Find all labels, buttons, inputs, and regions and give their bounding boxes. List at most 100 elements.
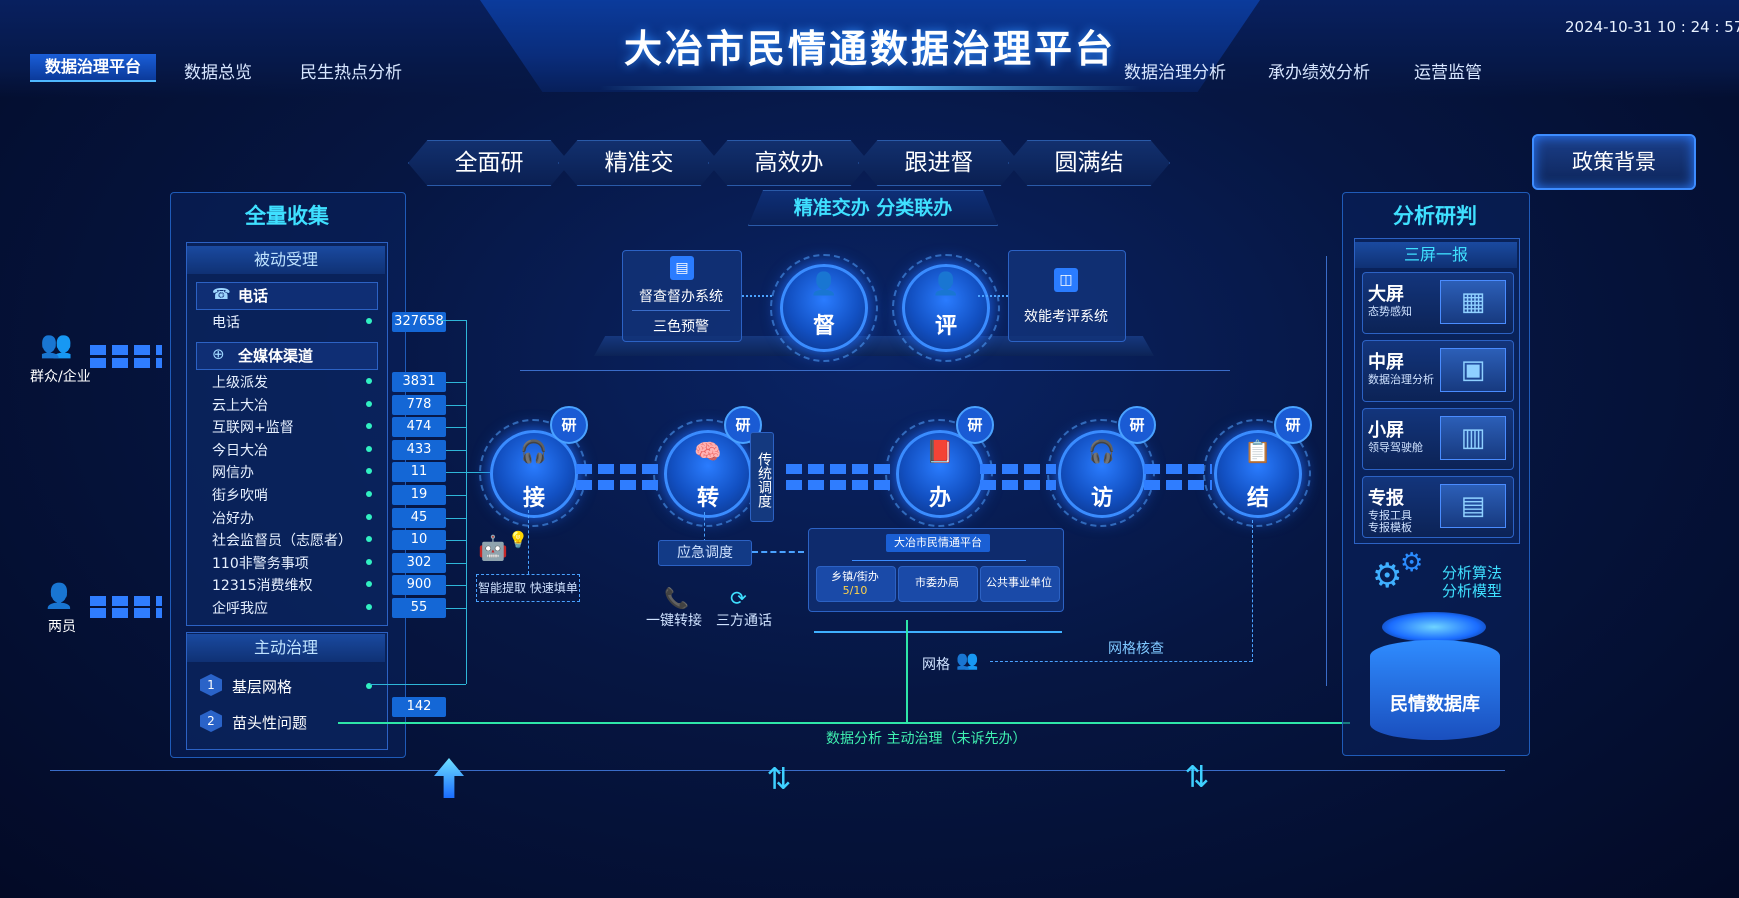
media-row-label: 街乡吹哨 [212, 488, 268, 504]
connector-bottom [370, 684, 466, 685]
nav-tab-overview[interactable]: 数据总览 [184, 63, 252, 83]
database-cylinder[interactable] [1370, 640, 1500, 740]
grid-check-line [990, 661, 1252, 662]
platform-tree-line [852, 560, 1026, 561]
supervisor-icon: 👤 [810, 272, 838, 297]
process-node-close[interactable] [1214, 430, 1302, 518]
process-label-receive: 接 [522, 486, 545, 511]
media-row-label: 上级派发 [212, 375, 268, 391]
chart-person-icon: ◫ [1054, 268, 1078, 292]
phase-tab-close[interactable]: 圆满结 [1008, 140, 1170, 186]
process-label-close: 结 [1246, 486, 1269, 511]
media-row-dot [366, 513, 372, 520]
research-badge[interactable]: 研 [1118, 406, 1156, 444]
unit-committee[interactable] [898, 566, 978, 602]
media-row-connector [446, 562, 466, 564]
media-row-connector [446, 540, 466, 542]
research-badge[interactable]: 研 [550, 406, 588, 444]
media-row-label: 110非警务事项 [212, 555, 309, 572]
phase-tab-supervise[interactable]: 跟进督 [858, 140, 1020, 186]
screen-thumbnail-icon: ▤ [1440, 484, 1506, 528]
emergency-connector [704, 512, 706, 542]
media-row-connector [446, 608, 466, 609]
arrow-handle-to-visit [980, 464, 1056, 474]
arrow-transfer-to-handle [786, 464, 892, 474]
bottom-flow-text: 数据分析 主动治理（未诉先办） [826, 731, 1027, 747]
media-row-label: 社会监督员（志愿者） [212, 533, 352, 550]
screen-card-title: 大屏 [1368, 284, 1404, 305]
title-plate [480, 0, 1260, 92]
title-glow-line [600, 86, 1140, 90]
connector-top [440, 320, 466, 321]
emergency-dispatch-button[interactable]: 应急调度 [658, 540, 752, 566]
one-key-transfer-label: 一键转接 [646, 613, 702, 629]
active-num-1: 1 [200, 674, 222, 696]
platform-title: 大冶市民情通平台 [886, 534, 990, 552]
nav-tab-hotspot[interactable]: 民生热点分析 [300, 63, 402, 83]
nav-tab-performance[interactable]: 承办绩效分析 [1268, 63, 1370, 83]
row-dot-phone [366, 318, 372, 324]
screen-thumbnail-icon: ▣ [1440, 348, 1506, 392]
media-row-connector [446, 427, 466, 429]
phone-icon: ☎ [212, 285, 231, 303]
ai-connector [528, 510, 530, 574]
process-node-transfer[interactable] [664, 430, 752, 518]
process-node-visit[interactable] [1058, 430, 1146, 518]
page-title: 大冶市民情通数据治理平台 [623, 27, 1116, 71]
process-node-receive[interactable] [490, 430, 578, 518]
media-row-connector [446, 495, 466, 496]
right-bracket [1308, 256, 1327, 686]
media-row-label: 网信办 [212, 465, 254, 482]
actor-members-label: 两员 [48, 619, 76, 635]
flow-arrow-in-members [90, 596, 162, 606]
nav-tab-governance-analysis[interactable]: 数据治理分析 [1124, 63, 1226, 83]
du-node[interactable] [780, 264, 868, 352]
handle-icon: 📕 [926, 440, 954, 465]
phase-tab-assign[interactable]: 精准交 [558, 140, 720, 186]
du-label: 督 [812, 314, 835, 339]
media-row-connector [446, 472, 466, 474]
ping-node[interactable] [902, 264, 990, 352]
bottom-flow-label: 数据分析 主动治理（未诉先办） [826, 728, 1026, 748]
eval-system-card[interactable] [1008, 250, 1126, 342]
screen-card-subtitle: 领导驾驶舱 [1368, 441, 1423, 454]
unit-public[interactable] [980, 566, 1060, 602]
unit-town[interactable] [816, 566, 896, 602]
research-badge[interactable]: 研 [956, 406, 994, 444]
media-row-connector [446, 585, 466, 587]
unit-town-label: 乡镇/街办 [831, 570, 879, 583]
screen-thumbnail-icon: ▦ [1440, 280, 1506, 324]
active-heading: 主动治理 [187, 634, 385, 662]
du-connector [742, 295, 772, 297]
phase-tab-handle[interactable]: 高效办 [708, 140, 870, 186]
policy-background-button[interactable]: 政策背景 [1532, 134, 1696, 190]
nav-tab-data-governance[interactable]: 数据治理平台 [30, 54, 156, 82]
unit-committee-label: 市委办局 [915, 576, 959, 589]
three-way-call-label: 三方通话 [716, 613, 772, 629]
ping-node-ring [892, 254, 1000, 362]
evaluator-icon: 👤 [932, 272, 960, 297]
people-group-icon: 👥 [40, 330, 73, 360]
grid-check-up-line [1252, 520, 1253, 662]
phone-heading: 电话 [238, 287, 269, 305]
research-badge[interactable]: 研 [1274, 406, 1312, 444]
traditional-dispatch-label: 传统调度 [750, 432, 774, 522]
database-label: 民情数据库 [1390, 694, 1480, 715]
arrow-visit-to-close [1144, 464, 1212, 474]
receive-icon: 🎧 [520, 440, 548, 465]
phase-tab-research[interactable]: 全面研 [408, 140, 570, 186]
flow-arrow-out-public [90, 358, 162, 368]
du-node-ring [770, 254, 878, 362]
collect-connector-vertical [466, 320, 467, 684]
globe-icon: ⊕ [212, 345, 225, 363]
flow-arrow-in-public [90, 345, 162, 355]
grid-people-icon: 👥 [956, 650, 979, 671]
screen-thumbnail-icon: ▥ [1440, 416, 1506, 460]
active-label-early: 苗头性问题 [232, 714, 308, 732]
eval-system-label: 效能考评系统 [1024, 309, 1108, 325]
screen-card-subtitle: 态势感知 [1368, 305, 1412, 318]
datetime-readout: 2024-10-31 10 : 24 : 57 [1565, 18, 1739, 36]
nav-tab-operations[interactable]: 运营监管 [1414, 63, 1482, 83]
process-node-handle[interactable] [896, 430, 984, 518]
